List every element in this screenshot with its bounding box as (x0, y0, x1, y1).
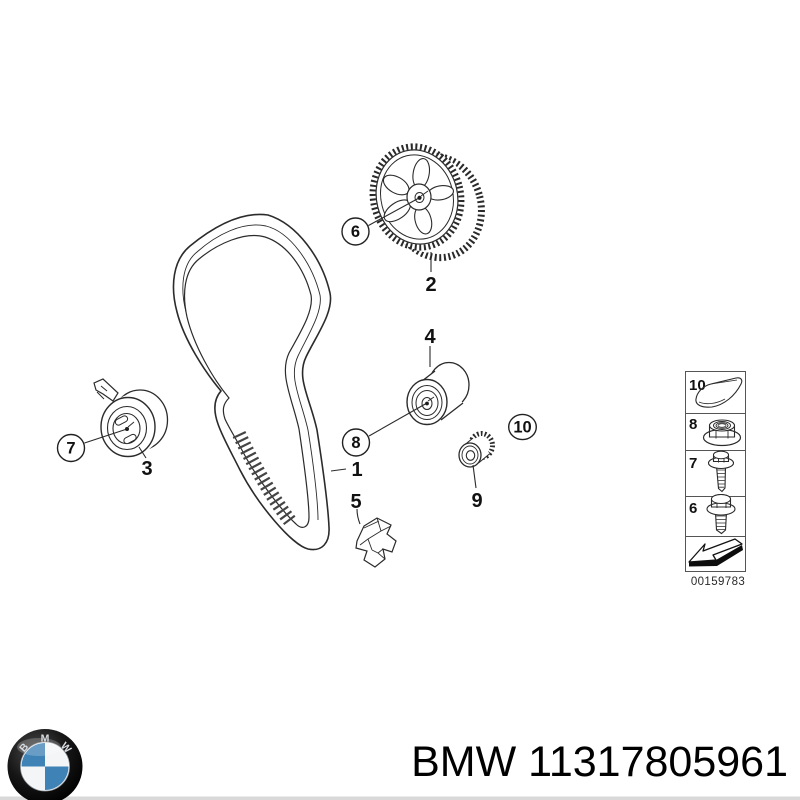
callout-6-label: 6 (351, 223, 360, 241)
image-code: 00159783 (691, 576, 745, 588)
legend-row-7-label: 7 (689, 455, 697, 472)
legend-panel: 10 8 7 (685, 371, 746, 588)
camshaft-sprocket-gear (369, 143, 485, 262)
idler-pulley (406, 361, 470, 426)
logo-quadrant-ne (45, 743, 69, 767)
part-label-1: 1 (351, 459, 362, 481)
tensioner-pulley (93, 378, 169, 458)
timing-belt (172, 213, 332, 551)
part-label-5: 5 (350, 491, 361, 513)
footer-number: 11317805961 (528, 738, 788, 786)
footer-part-number: BMW 11317805961 (411, 741, 788, 784)
direction-arrow-icon (688, 538, 743, 567)
callout-7-label: 7 (66, 440, 75, 458)
legend-row-8: 8 (689, 416, 742, 447)
callout-8: 8 (341, 428, 371, 457)
legend-row-6: 6 (689, 493, 736, 535)
logo-letter-m: M (41, 733, 50, 745)
logo-quadrant-nw (21, 743, 45, 767)
legend-row-10: 10 (689, 377, 743, 408)
callout-6: 6 (341, 217, 370, 246)
callout-8-label: 8 (351, 434, 360, 452)
bmw-logo: B M W (7, 729, 83, 800)
leader-lines (84, 195, 477, 525)
footer-brand: BMW (411, 738, 517, 786)
small-sprocket (458, 431, 495, 468)
logo-quadrant-sw (21, 766, 45, 790)
legend-row-8-label: 8 (689, 416, 697, 433)
callout-10-label: 10 (513, 419, 531, 437)
logo-quadrant-se (45, 766, 69, 790)
flange-bolt-short-icon (707, 450, 735, 493)
part-label-3: 3 (141, 458, 152, 480)
callout-10: 10 (508, 413, 538, 441)
callout-7: 7 (56, 433, 86, 463)
part-label-9: 9 (471, 490, 482, 512)
woodruff-key-icon (695, 377, 743, 408)
legend-row-7: 7 (689, 450, 735, 493)
bottom-border (0, 796, 800, 800)
flange-nut-icon (702, 419, 742, 447)
flange-bolt-icon (706, 493, 736, 535)
part-label-4: 4 (424, 326, 436, 348)
legend-row-6-label: 6 (689, 500, 697, 517)
legend-row-10-label: 10 (689, 377, 706, 394)
belt-retaining-clip (355, 517, 397, 568)
part-label-2: 2 (425, 274, 436, 296)
